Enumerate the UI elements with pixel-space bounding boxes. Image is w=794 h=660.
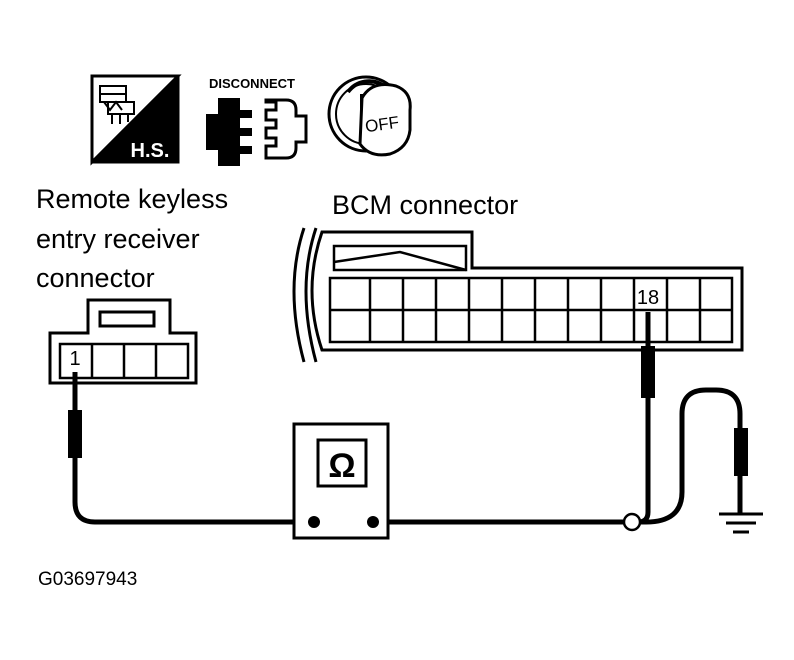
ignition-key-label: OFF	[364, 113, 400, 137]
wire-junction	[622, 512, 642, 532]
left-probe	[68, 410, 82, 458]
ohmmeter: Ω	[292, 422, 390, 540]
meter-terminal-right	[367, 516, 379, 528]
disconnect-icon: DISCONNECT	[206, 76, 308, 166]
figure-id: G03697943	[38, 569, 137, 590]
remote-connector-terminal: 1	[69, 348, 80, 370]
ohm-symbol: Ω	[328, 447, 355, 485]
meter-terminal-left	[308, 516, 320, 528]
remote-connector-label-line2: entry receiver	[36, 224, 200, 254]
disconnect-icon-label: DISCONNECT	[209, 76, 295, 91]
ignition-key-icon: OFF	[327, 75, 412, 157]
bcm-probe	[641, 346, 655, 398]
remote-connector: 1	[48, 298, 198, 385]
ground-symbol	[719, 490, 763, 534]
ground-probe	[734, 428, 748, 476]
harness-icon-label: H.S.	[131, 140, 170, 162]
bcm-connector-label: BCM connector	[332, 190, 518, 220]
bcm-connector-terminal: 18	[637, 287, 659, 309]
bcm-connector: 18	[292, 227, 744, 363]
harness-icon: H.S.	[90, 74, 182, 166]
remote-connector-label-line3: connector	[36, 263, 155, 293]
remote-connector-label-line1: Remote keyless	[36, 184, 228, 214]
